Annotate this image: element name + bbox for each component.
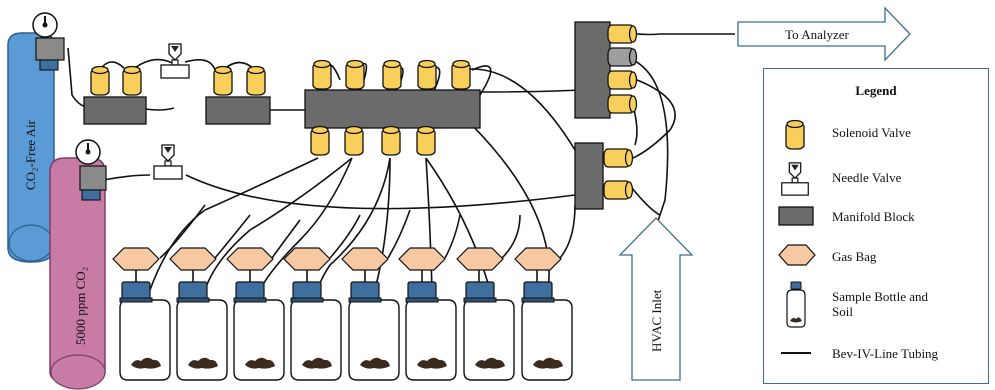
manifold-analyzer (574, 21, 611, 119)
bottle-cap-6 (405, 281, 439, 303)
sample-bottle-icon (786, 281, 806, 328)
manifold-middle-small (205, 96, 271, 125)
manifold-hvac (574, 142, 604, 210)
legend-panel: Legend Solenoid Valve Needle Valve Manif… (763, 68, 989, 384)
gas-bag-4 (283, 247, 331, 271)
bottle-cap-3 (233, 281, 267, 303)
co2-5000ppm-tank: 5000 ppm CO₂ (49, 157, 106, 390)
needle-valve-icon (781, 162, 809, 196)
sample-bottles (112, 247, 573, 381)
bottle-cap-1 (119, 281, 153, 303)
legend-label-manifold: Manifold Block (832, 209, 915, 224)
manifold-block-icon (778, 206, 814, 226)
sample-bottle-8 (521, 299, 573, 381)
sample-bottle-4 (290, 299, 342, 381)
needle-valve-lower (153, 144, 183, 180)
sample-bottle-5 (348, 299, 400, 381)
gas-bag-5 (341, 247, 389, 271)
tank-label-co2-free: CO₂-Free Air (23, 119, 38, 190)
manifold-left-small (83, 96, 147, 125)
hvac-inlet-label: HVAC Inlet (649, 289, 664, 352)
to-analyzer-label: To Analyzer (785, 27, 849, 42)
co2-5000-regulator (75, 139, 107, 201)
legend-label-tubing: Bev-IV-Line Tubing (832, 346, 939, 361)
legend-title: Legend (855, 83, 897, 98)
bottle-cap-5 (348, 281, 382, 303)
gas-bag-8 (514, 247, 562, 271)
legend-label-solenoid: Solenoid Valve (832, 125, 911, 140)
manifold-main (304, 89, 481, 129)
gas-bag-icon (778, 244, 816, 266)
hvac-inlet-arrow: HVAC Inlet (618, 217, 694, 381)
tubing-icon (781, 352, 811, 354)
gas-bag-2 (169, 247, 217, 271)
gas-bag-6 (398, 247, 446, 271)
sample-bottle-7 (463, 299, 515, 381)
bottle-cap-7 (463, 281, 497, 303)
solenoid-valve-icon (785, 119, 805, 150)
legend-label-bottle: Sample Bottle and Soil (832, 289, 929, 319)
gas-bag-1 (112, 247, 160, 271)
co2-free-air-tank: CO₂-Free Air (7, 32, 55, 263)
bottle-cap-8 (521, 281, 555, 303)
tank-label-co2-5000: 5000 ppm CO₂ (73, 267, 88, 345)
sample-bottle-1 (119, 299, 171, 381)
legend-label-needle: Needle Valve (832, 170, 902, 185)
bottle-cap-2 (176, 281, 210, 303)
sample-bottle-6 (405, 299, 457, 381)
legend-label-gas-bag: Gas Bag (832, 249, 877, 264)
sample-bottle-3 (233, 299, 285, 381)
co2-free-regulator (32, 12, 65, 71)
to-analyzer-arrow: To Analyzer (737, 6, 911, 62)
gas-bag-7 (456, 247, 504, 271)
gas-bag-3 (226, 247, 274, 271)
bottle-cap-4 (290, 281, 324, 303)
solenoid-valves (90, 24, 638, 200)
sample-bottle-2 (176, 299, 228, 381)
